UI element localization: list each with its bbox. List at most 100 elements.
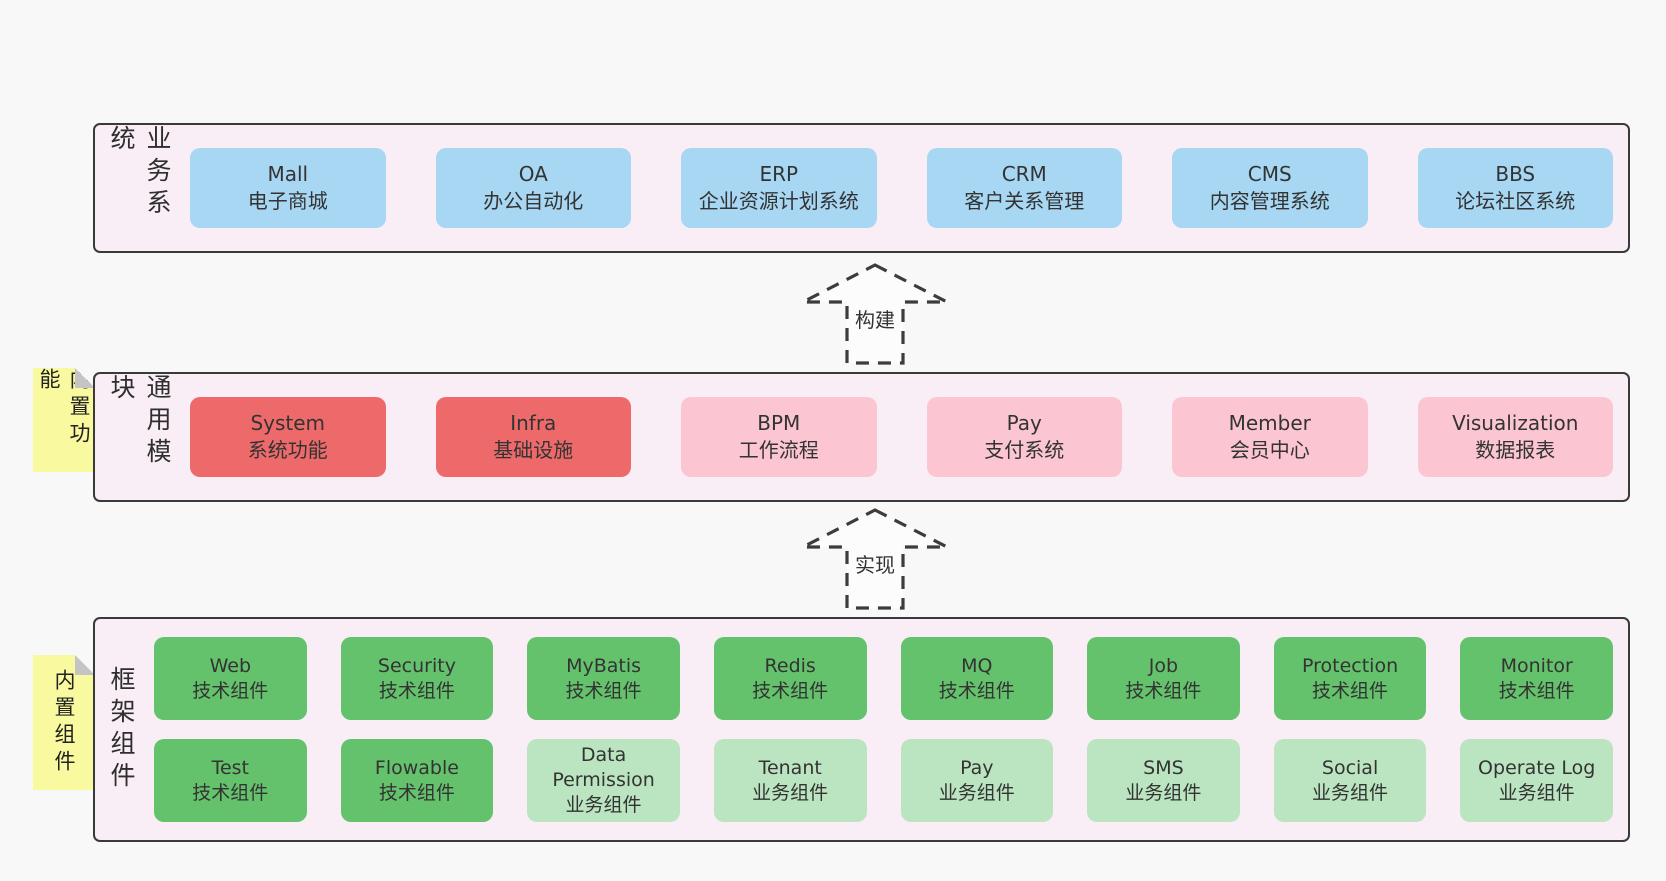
box-name: System — [250, 411, 326, 435]
box-operate-log: Operate Log 业务组件 — [1460, 739, 1613, 822]
box-data-permission: Data Permission 业务组件 — [527, 739, 680, 822]
sticky-built-in-features: 内置功能 — [33, 368, 95, 472]
box-name: Data Permission — [552, 744, 655, 791]
box-name: Mall — [267, 162, 309, 186]
box-desc: 数据报表 — [1475, 438, 1556, 462]
box-erp: ERP 企业资源计划系统 — [681, 148, 877, 228]
box-redis: Redis 技术组件 — [713, 637, 867, 720]
box-name: Job — [1148, 654, 1179, 677]
box-desc: 技术组件 — [192, 781, 269, 804]
framework-row-1: Web 技术组件 Security 技术组件 MyBatis 技术组件 Redi… — [154, 637, 1613, 720]
box-web: Web 技术组件 — [154, 637, 307, 720]
box-name: Flowable — [374, 756, 459, 779]
band-business-systems: 业务系统 Mall 电子商城 OA 办公自动化 ERP 企业资源计划系统 CRM… — [93, 123, 1630, 253]
box-name: Tenant — [758, 756, 822, 779]
box-desc: 业务组件 — [1312, 781, 1389, 804]
box-name: Test — [211, 756, 250, 779]
box-flowable: Flowable 技术组件 — [340, 739, 494, 822]
box-desc: 技术组件 — [378, 679, 455, 702]
box-name: BBS — [1495, 162, 1536, 186]
box-infra: Infra 基础设施 — [435, 397, 631, 477]
box-name: Web — [209, 654, 252, 677]
band-common-modules: 通用模块 System 系统功能 Infra 基础设施 BPM 工作流程 Pay… — [93, 372, 1630, 502]
box-name: SMS — [1143, 756, 1184, 779]
box-desc: 电子商城 — [247, 189, 328, 213]
box-desc: 技术组件 — [378, 781, 455, 804]
box-desc: 会员中心 — [1229, 438, 1310, 462]
box-name: Monitor — [1500, 654, 1573, 677]
sticky-built-in-components: 内置组件 — [33, 655, 95, 790]
box-name: ERP — [759, 162, 799, 186]
box-name: CMS — [1247, 162, 1292, 186]
box-visualization: Visualization 数据报表 — [1417, 397, 1613, 477]
box-desc: 客户关系管理 — [964, 189, 1085, 213]
box-protection: Protection 技术组件 — [1273, 637, 1427, 720]
box-job: Job 技术组件 — [1087, 637, 1240, 720]
box-name: MyBatis — [566, 654, 642, 677]
box-desc: 技术组件 — [752, 679, 829, 702]
box-desc: 业务组件 — [1498, 781, 1575, 804]
box-desc: 技术组件 — [565, 679, 642, 702]
box-name: Pay — [960, 756, 994, 779]
box-bbs: BBS 论坛社区系统 — [1417, 148, 1613, 228]
box-name: BPM — [757, 411, 801, 435]
box-desc: 业务组件 — [1125, 781, 1202, 804]
business-box-row: Mall 电子商城 OA 办公自动化 ERP 企业资源计划系统 CRM 客户关系… — [175, 125, 1628, 251]
box-desc: 企业资源计划系统 — [698, 189, 859, 213]
box-name: Infra — [510, 411, 557, 435]
band-framework-components: 框架组件 Web 技术组件 Security 技术组件 MyBatis 技术组件… — [93, 617, 1630, 842]
box-desc: 工作流程 — [738, 438, 819, 462]
box-name: OA — [518, 162, 548, 186]
box-system: System 系统功能 — [190, 397, 386, 477]
box-name: CRM — [1001, 162, 1047, 186]
box-test: Test 技术组件 — [154, 739, 307, 822]
box-crm: CRM 客户关系管理 — [926, 148, 1122, 228]
box-desc: 技术组件 — [938, 679, 1015, 702]
implement-arrow: 实现 — [800, 507, 950, 611]
box-name: Operate Log — [1478, 756, 1596, 779]
box-desc: 业务组件 — [752, 781, 829, 804]
box-cms: CMS 内容管理系统 — [1172, 148, 1368, 228]
box-name: Protection — [1302, 654, 1399, 677]
box-desc: 业务组件 — [565, 794, 642, 816]
box-name: Pay — [1006, 411, 1042, 435]
box-name: Redis — [764, 654, 816, 677]
box-mybatis: MyBatis 技术组件 — [527, 637, 680, 720]
box-desc: 基础设施 — [493, 438, 574, 462]
box-member: Member 会员中心 — [1172, 397, 1368, 477]
box-desc: 技术组件 — [192, 679, 269, 702]
box-monitor: Monitor 技术组件 — [1460, 637, 1613, 720]
box-name: Social — [1321, 756, 1379, 779]
box-desc: 系统功能 — [247, 438, 328, 462]
box-social: Social 业务组件 — [1273, 739, 1427, 822]
box-tenant: Tenant 业务组件 — [713, 739, 867, 822]
box-desc: 业务组件 — [938, 781, 1015, 804]
box-name: MQ — [961, 654, 993, 677]
build-arrow: 构建 — [800, 262, 950, 366]
box-desc: 内容管理系统 — [1209, 189, 1330, 213]
box-bpm: BPM 工作流程 — [681, 397, 877, 477]
box-desc: 论坛社区系统 — [1455, 189, 1576, 213]
box-desc: 技术组件 — [1312, 679, 1389, 702]
box-sms: SMS 业务组件 — [1087, 739, 1240, 822]
box-desc: 技术组件 — [1125, 679, 1202, 702]
box-name: Security — [377, 654, 456, 677]
framework-row-2: Test 技术组件 Flowable 技术组件 Data Permission … — [154, 739, 1613, 822]
box-oa: OA 办公自动化 — [435, 148, 631, 228]
band-label-common-modules: 通用模块 — [107, 374, 172, 470]
build-arrow-label: 构建 — [852, 304, 898, 333]
framework-box-grid: Web 技术组件 Security 技术组件 MyBatis 技术组件 Redi… — [139, 619, 1628, 840]
implement-arrow-label: 实现 — [852, 549, 898, 578]
band-label-framework-components: 框架组件 — [107, 665, 136, 794]
box-desc: 办公自动化 — [483, 189, 584, 213]
box-pay-component: Pay 业务组件 — [900, 739, 1054, 822]
box-desc: 支付系统 — [984, 438, 1065, 462]
common-box-row: System 系统功能 Infra 基础设施 BPM 工作流程 Pay 支付系统… — [175, 374, 1628, 500]
box-name: Visualization — [1452, 411, 1579, 435]
box-desc: 技术组件 — [1498, 679, 1575, 702]
band-label-business-systems: 业务系统 — [107, 125, 172, 221]
box-mq: MQ 技术组件 — [900, 637, 1054, 720]
box-pay-module: Pay 支付系统 — [926, 397, 1122, 477]
box-name: Member — [1228, 411, 1311, 435]
